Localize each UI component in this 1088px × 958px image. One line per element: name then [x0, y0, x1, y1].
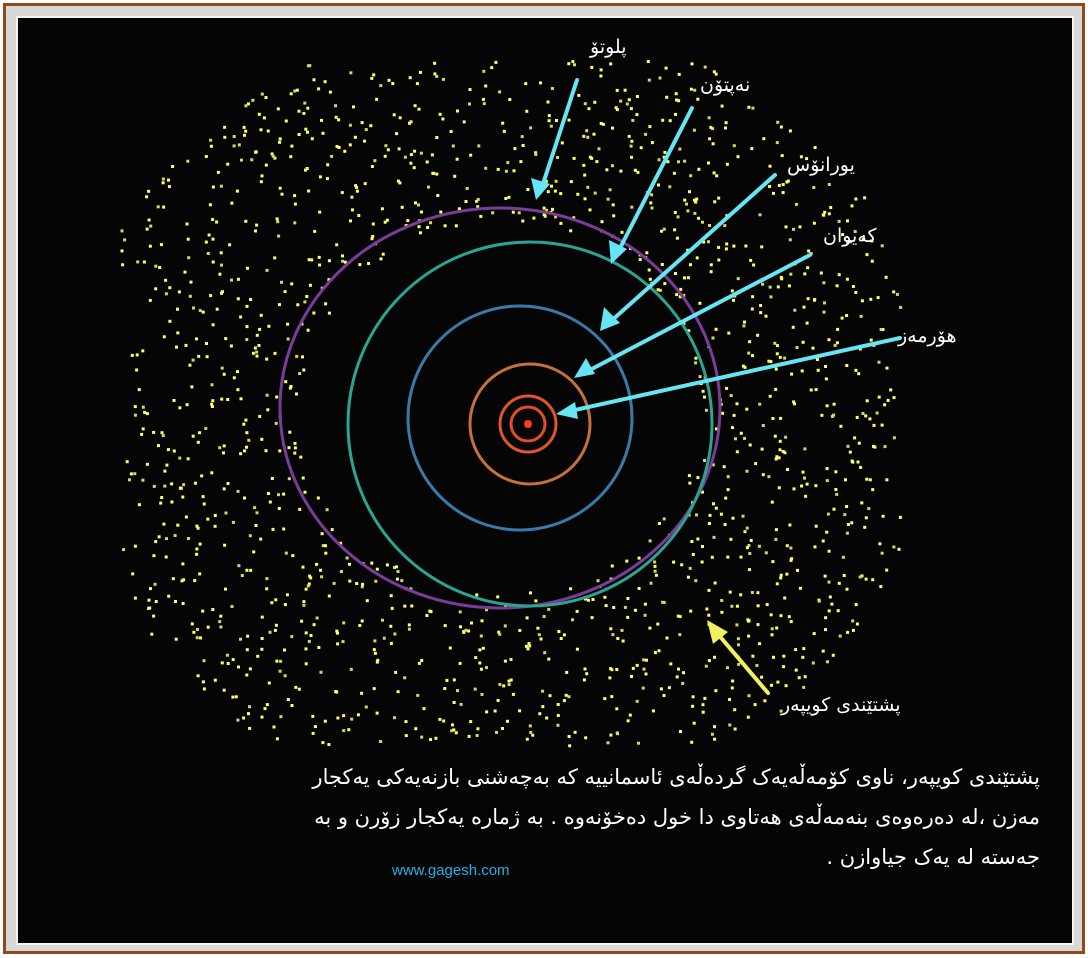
kuiper-belt-dots [120, 60, 903, 748]
arrow-jupiter [564, 336, 902, 414]
arrow-pluto [539, 78, 579, 192]
orbit-pluto [278, 206, 722, 610]
label-saturn: کەیوان [823, 225, 877, 247]
label-neptune: نەپتۆن [700, 74, 751, 96]
picture-frame [3, 3, 1085, 954]
caption-line-3: جەستە لە یەک جیاوازن . [826, 845, 1040, 869]
label-jupiter: هۆرمەز [898, 325, 957, 347]
arrow-saturn [584, 253, 812, 374]
orbit-jupiter [498, 394, 558, 454]
space-panel [16, 16, 1074, 945]
caption-line-1: پشتێندی کویپەر، ناوی کۆمەڵەیەک گردەڵەی ئ… [312, 765, 1040, 789]
website-link[interactable]: www.gagesh.com [392, 862, 510, 879]
planet-arrows [539, 78, 902, 414]
arrowheads [531, 178, 627, 419]
sun [524, 420, 532, 428]
orbit-saturn [468, 362, 592, 486]
label-pluto: پلوتۆ [590, 36, 627, 58]
arrow-kuiper-belt [707, 620, 770, 695]
caption-line-2: مەزن ،لە دەرەوەی بنەمەڵەی هەتاوی دا خول … [314, 805, 1040, 829]
orbit-uranus [406, 304, 634, 532]
arrow-neptune [616, 106, 694, 254]
label-kuiper-belt: پشتێندی کویپەر [781, 694, 901, 716]
orbit-neptune [346, 240, 714, 608]
caption: پشتێندی کویپەر، ناوی کۆمەڵەیەک گردەڵەی ئ… [30, 757, 1040, 877]
label-uranus: یورانۆس [787, 154, 855, 176]
arrow-uranus [608, 173, 777, 324]
orbit-inner [509, 405, 547, 443]
